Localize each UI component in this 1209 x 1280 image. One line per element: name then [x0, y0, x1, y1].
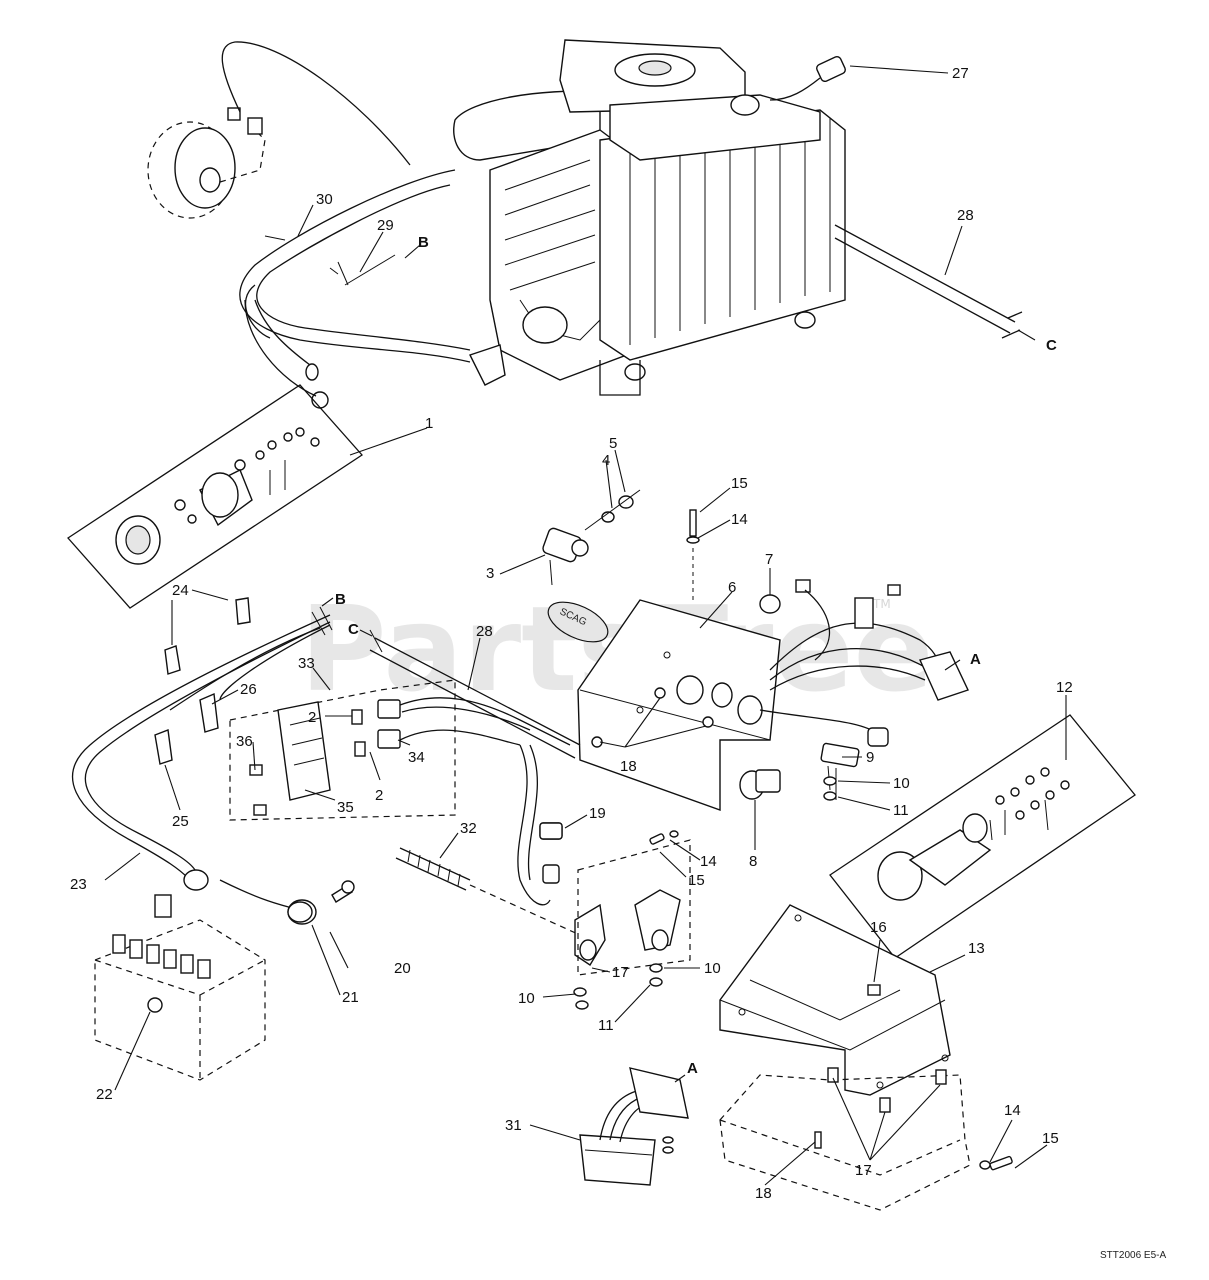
callout-15-top: 15	[731, 475, 748, 492]
callout-15-lower: 15	[1042, 1130, 1059, 1147]
part-28-cable-upper	[834, 224, 1023, 339]
callout-7: 7	[765, 551, 773, 568]
part-13-battery-tray	[719, 904, 951, 1096]
callout-14-lower: 14	[1004, 1102, 1021, 1119]
engine-assembly	[453, 39, 846, 396]
callout-8: 8	[749, 853, 757, 870]
ref-c-mid: C	[348, 621, 359, 638]
part-22-battery	[94, 894, 266, 1081]
part-4-5-washers	[584, 489, 641, 531]
part-10-11-washers-right	[823, 776, 837, 801]
part-1-gauge-kit	[67, 384, 363, 609]
part-17-brackets-center	[574, 839, 691, 976]
part-9-relay	[820, 742, 860, 800]
flywheel-dashed	[147, 41, 411, 219]
part-33-circuit-box	[229, 679, 571, 821]
callout-20: 20	[394, 960, 411, 977]
callout-5: 5	[609, 435, 617, 452]
callout-29: 29	[377, 217, 394, 234]
callout-26: 26	[240, 681, 257, 698]
part-14-15-bolt-lower	[979, 1155, 1013, 1171]
callout-9: 9	[866, 749, 874, 766]
part-27-switch	[769, 55, 846, 101]
callout-33: 33	[298, 655, 315, 672]
main-harness	[759, 584, 969, 747]
watermark-trademark: TM	[872, 597, 891, 611]
callout-31: 31	[505, 1117, 522, 1134]
callout-28-mid: 28	[476, 623, 493, 640]
leader-lines	[104, 65, 1067, 1186]
callout-4: 4	[602, 452, 610, 469]
drawing-code: STT2006 E5-A	[1100, 1250, 1166, 1261]
callout-2-lower: 2	[375, 787, 383, 804]
callout-11-center: 11	[598, 1017, 614, 1034]
callout-27: 27	[952, 65, 969, 82]
callout-36: 36	[236, 733, 253, 750]
callout-32: 32	[460, 820, 477, 837]
callout-3: 3	[486, 565, 494, 582]
callout-19: 19	[589, 805, 606, 822]
callout-17-center: 17	[612, 964, 629, 981]
callout-14-top: 14	[731, 511, 748, 528]
part-25-clamp	[154, 729, 173, 765]
callout-10-center: 10	[704, 960, 721, 977]
callout-16: 16	[870, 919, 887, 936]
callout-22: 22	[96, 1086, 113, 1103]
callout-17-lower: 17	[855, 1162, 872, 1179]
ref-a-right: A	[970, 651, 981, 668]
part-8-indicator	[739, 769, 781, 800]
ref-a-bottom: A	[687, 1060, 698, 1077]
engine-harness-left	[239, 169, 506, 409]
callout-6: 6	[728, 579, 736, 596]
part-26-clamp	[199, 692, 219, 733]
callout-18-lower: 18	[755, 1185, 772, 1202]
callout-21: 21	[342, 989, 359, 1006]
callout-13: 13	[968, 940, 985, 957]
part-24-clamps	[164, 597, 251, 675]
callout-11-right: 11	[893, 802, 909, 819]
part-12-gauge-kit	[829, 714, 1136, 959]
callout-30: 30	[316, 191, 333, 208]
part-14-15-bolt-center	[649, 830, 679, 845]
callout-24: 24	[172, 582, 189, 599]
callout-labels: 27 28 C 30 29 B 1 4 5 15 14 3 6 7 A 12 2…	[70, 65, 1073, 1202]
callout-1: 1	[425, 415, 433, 432]
callout-10-right: 10	[893, 775, 910, 792]
ref-b-mid: B	[335, 591, 346, 608]
part-19-connector	[539, 822, 563, 840]
part-18-screw-lower	[814, 1131, 822, 1149]
ref-c-top: C	[1046, 337, 1057, 354]
callout-15-center: 15	[688, 872, 705, 889]
part-6-dash-panel	[577, 599, 781, 811]
callout-2-upper: 2	[308, 709, 316, 726]
callout-23: 23	[70, 876, 87, 893]
part-18-screws	[591, 687, 714, 748]
callout-12: 12	[1056, 679, 1073, 696]
part-3-key-switch	[542, 527, 609, 643]
callout-28-top: 28	[957, 207, 974, 224]
part-20-bolt	[331, 880, 355, 903]
callout-35: 35	[337, 799, 354, 816]
callout-14-center: 14	[700, 853, 717, 870]
part-21-terminal	[287, 901, 313, 923]
part-14-15-bolt-upper	[686, 509, 700, 600]
callout-10-lower: 10	[518, 990, 535, 1007]
ref-b-top: B	[418, 234, 429, 251]
callout-18-upper: 18	[620, 758, 637, 775]
part-10-11-washers-center	[573, 963, 663, 1010]
part-31-module	[579, 1067, 689, 1186]
callout-25: 25	[172, 813, 189, 830]
part-32-cable	[395, 847, 581, 936]
part-28-cable-lower	[369, 629, 581, 759]
callout-34: 34	[408, 749, 425, 766]
